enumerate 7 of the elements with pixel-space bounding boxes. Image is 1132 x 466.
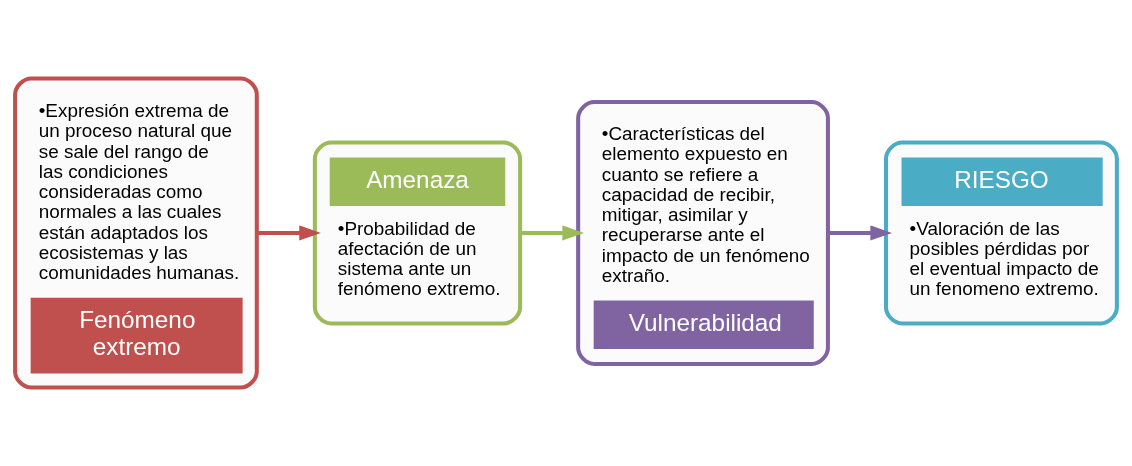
node-box: •Características del elemento expuesto en cuanto se refiere a capacidad de recibir, mitigar, asimilar y recuperarse ante el impacto de un fenómeno extraño. Vulnerabilidad	[576, 100, 830, 366]
node-box: Amenaza •Probabilidad de afectación de un sistema ante un fenómeno extremo.	[312, 140, 523, 326]
node-box: •Expresión extrema de un proceso natural que se sale del rango de las condiciones consideradas como normales a las cuales están adaptados los ecosistemas y las comunidades humanas. Fenómeno extremo	[13, 76, 259, 390]
arrow	[828, 225, 892, 241]
arrow	[257, 225, 321, 241]
node-box: RIESGO •Valoración de las posibles pérdidas por el eventual impacto de un fenomeno extremo.	[883, 140, 1119, 326]
arrow	[520, 225, 584, 241]
